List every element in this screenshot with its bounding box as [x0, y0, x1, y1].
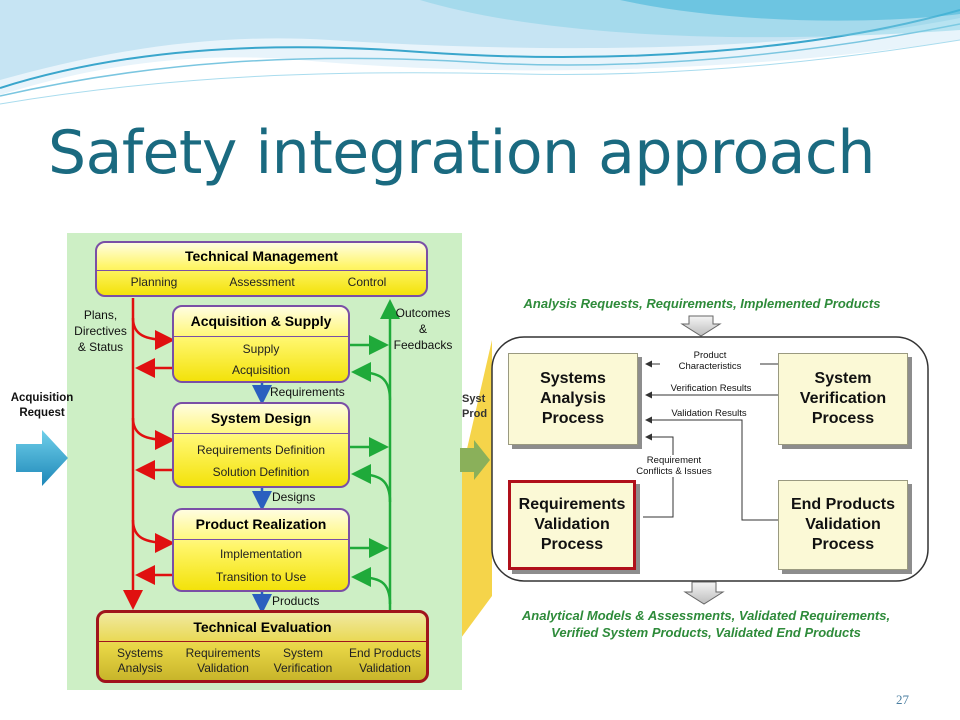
analytical-models-text: Analytical Models & Assessments, Validat… — [521, 608, 891, 640]
acquisition-supply-title: Acquisition & Supply — [190, 313, 332, 329]
plans-directives-status-label: Plans, Directives & Status — [74, 308, 127, 354]
technical-management-assessment: Assessment — [229, 275, 295, 289]
input-arrow-icon — [16, 430, 68, 486]
outcomes-feedbacks-label: Outcomes & Feedbacks — [393, 306, 453, 352]
technical-management-planning: Planning — [130, 275, 178, 289]
product-realization-transition-to-use: Transition to Use — [215, 570, 307, 584]
technical-management-control: Control — [347, 275, 387, 289]
technical-management-title: Technical Management — [184, 248, 338, 264]
system-design-solution-definition: Solution Definition — [212, 465, 310, 479]
acquisition-supply-box: Acquisition & Supply Supply Acquisition — [172, 305, 350, 383]
header-wave-decoration — [0, 0, 960, 105]
requirement-conflicts-label: Requirement Conflicts & Issues — [626, 455, 722, 477]
flow-label-designs: Designs — [272, 490, 316, 504]
system-design-title: System Design — [210, 410, 312, 426]
output-arrow-icon — [460, 440, 490, 480]
product-characteristics-label: Product Characteristics — [660, 350, 760, 372]
acquisition-supply-supply: Supply — [242, 342, 280, 356]
slide-title: Safety integration approach — [48, 118, 875, 188]
system-design-requirements-definition: Requirements Definition — [196, 443, 326, 457]
product-realization-title: Product Realization — [195, 516, 327, 532]
flow-label-requirements: Requirements — [270, 385, 345, 399]
page-number: 27 — [896, 692, 909, 707]
flow-label-products: Products — [272, 594, 320, 608]
acquisition-request-label: Acquisition Request — [10, 392, 74, 419]
technical-evaluation-title: Technical Evaluation — [193, 619, 332, 635]
product-realization-implementation: Implementation — [219, 547, 303, 561]
system-products-cut-label: Syst Prod — [462, 393, 488, 420]
verification-results-label: Verification Results — [656, 383, 766, 394]
validation-results-label: Validation Results — [656, 408, 762, 419]
technical-management-box: Technical Management Planning Assessment… — [95, 241, 428, 297]
acquisition-supply-acquisition: Acquisition — [231, 363, 291, 377]
system-design-box: System Design Requirements Definition So… — [172, 402, 350, 488]
analysis-requests-text: Analysis Requests, Requirements, Impleme… — [523, 296, 881, 311]
product-realization-box: Product Realization Implementation Trans… — [172, 508, 350, 592]
